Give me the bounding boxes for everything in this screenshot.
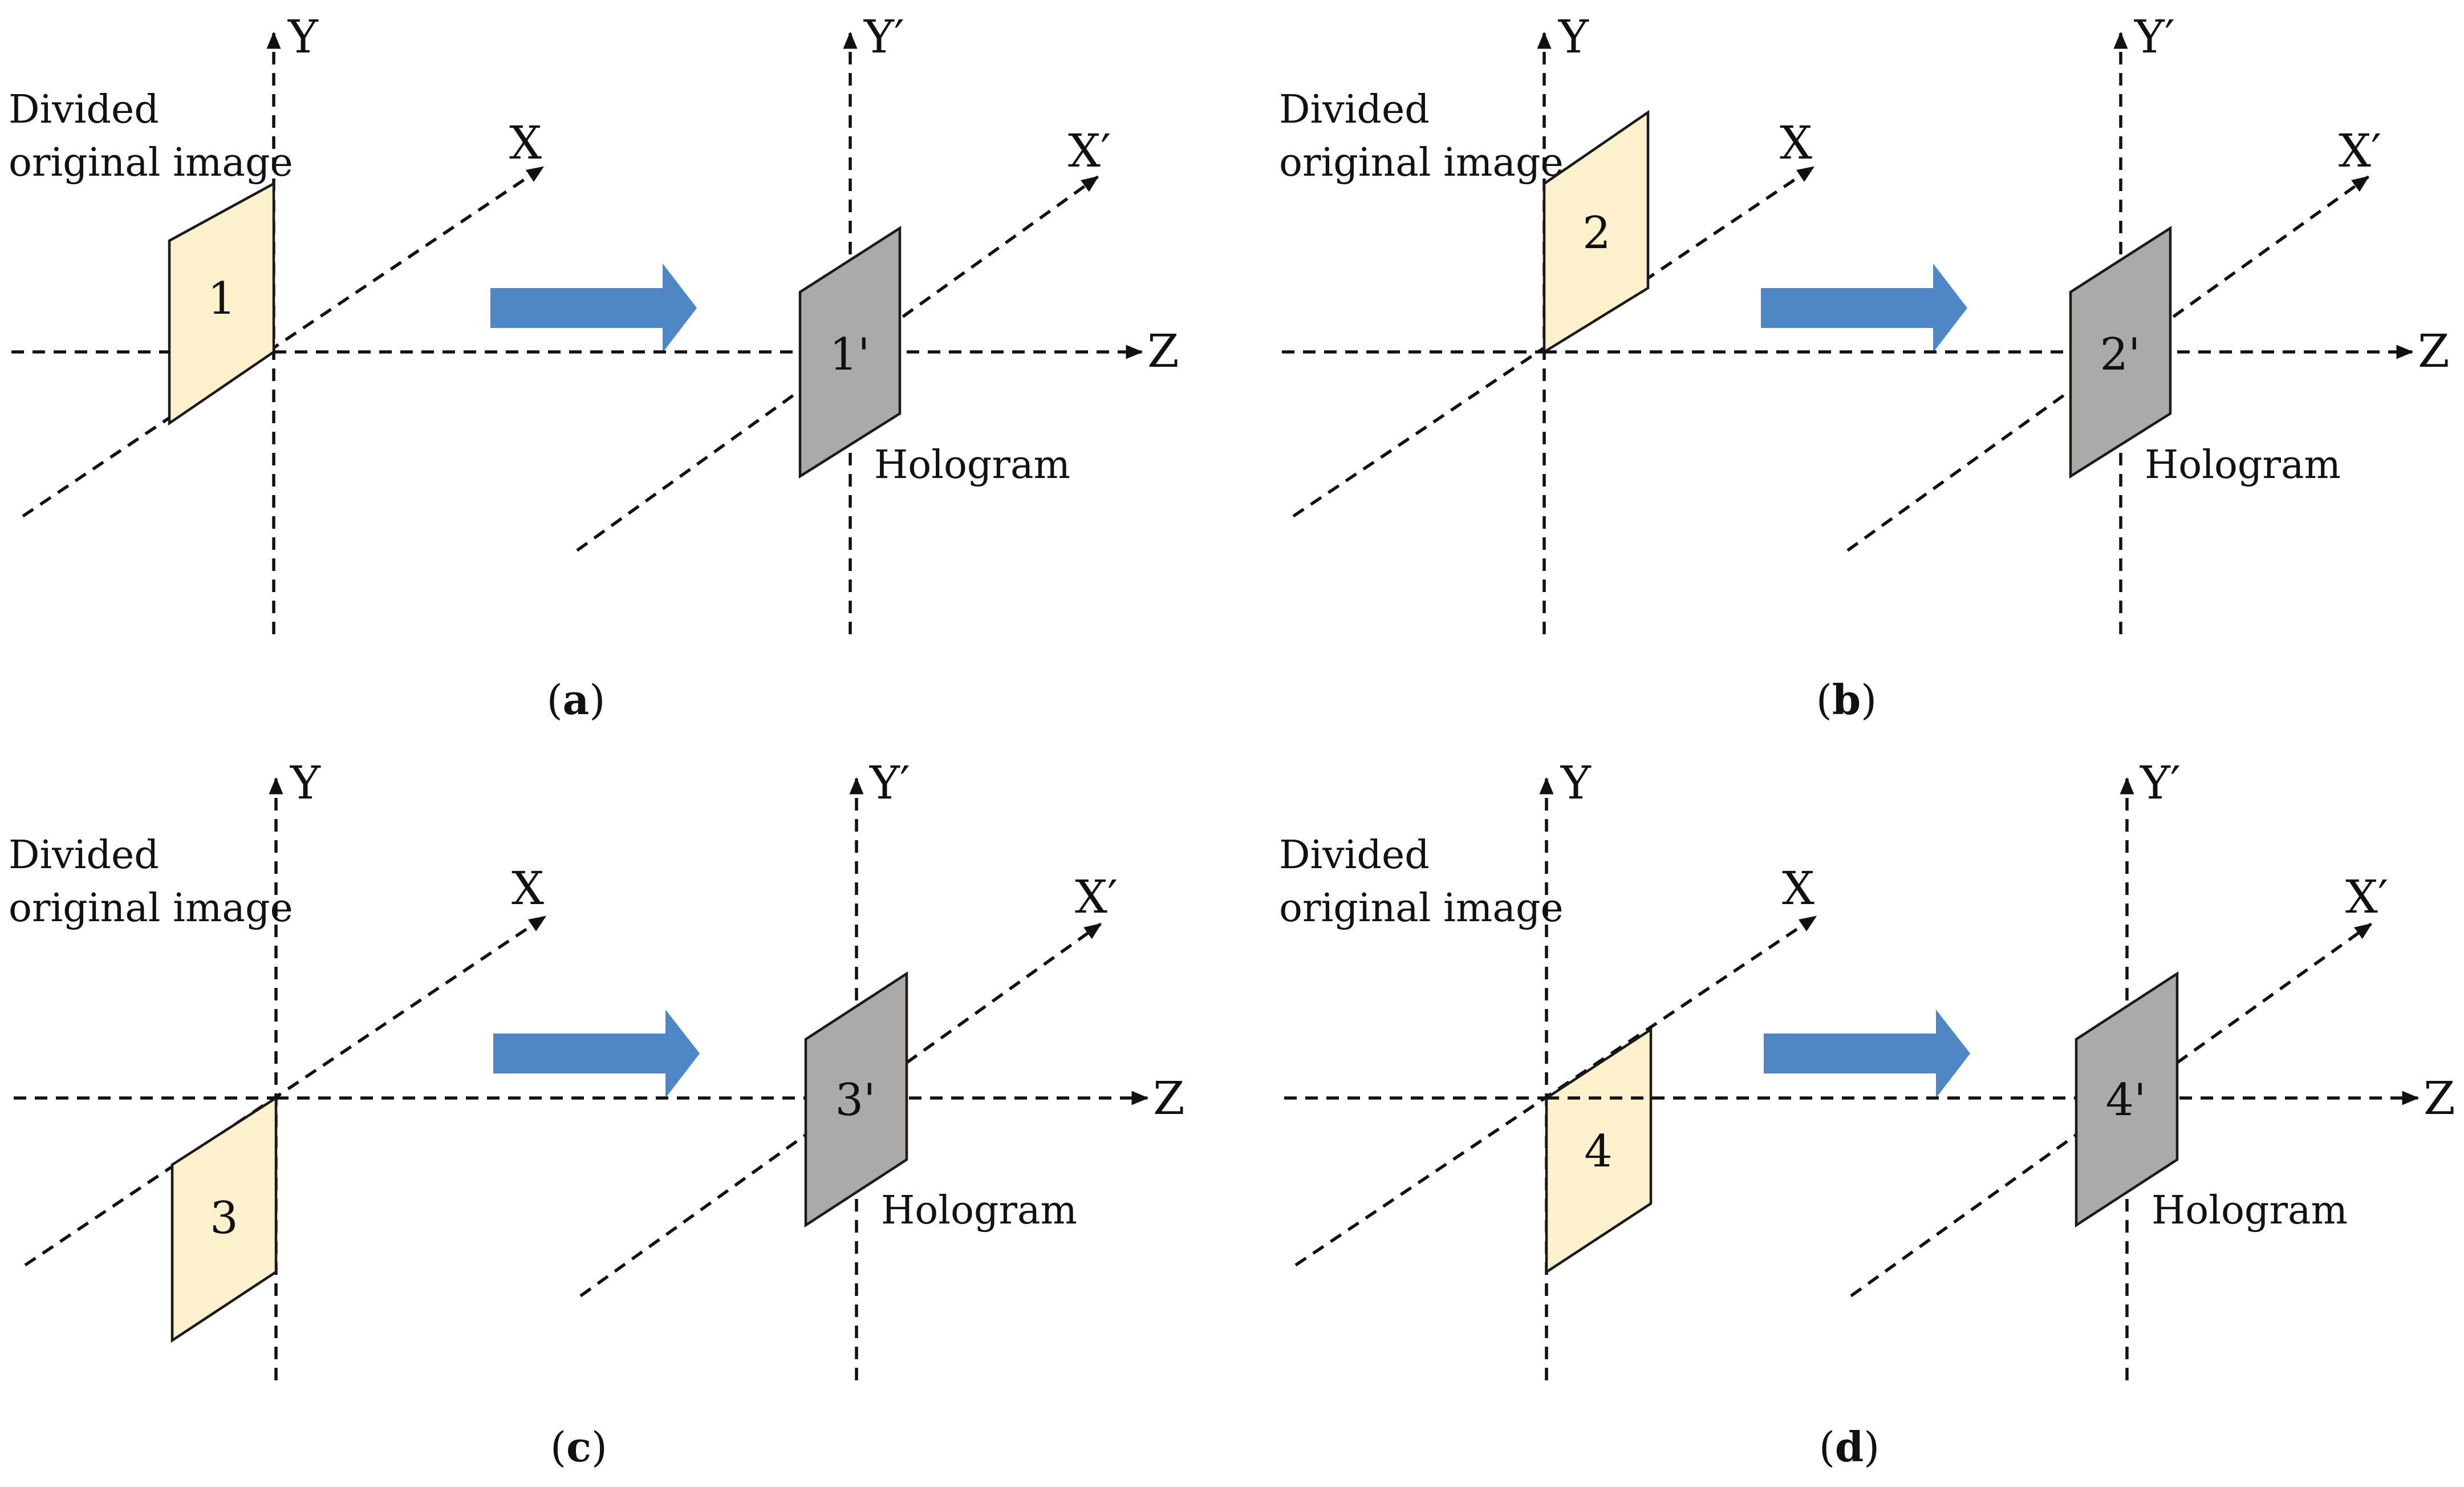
divided-label-line2: original image xyxy=(9,140,293,185)
caption-letter: d xyxy=(1835,1423,1864,1471)
x-axis xyxy=(22,165,545,518)
original-image-plane xyxy=(171,1095,278,1343)
divided-original-label: Divided original image xyxy=(1279,833,1564,931)
hologram-plane-label: 3' xyxy=(835,1075,875,1126)
y-axis-label: Y xyxy=(1560,756,1592,809)
caption-close: ) xyxy=(589,676,605,724)
z-axis-label: Z xyxy=(1153,1072,1185,1125)
panel-b: Y X Divided original image 2 Y′ X′ Z 2' … xyxy=(1279,10,2450,724)
divided-label-line1: Divided xyxy=(9,87,159,132)
caption-open: ( xyxy=(1816,676,1832,724)
divided-label-line1: Divided xyxy=(1279,833,1430,878)
original-plane-label: 4 xyxy=(1584,1126,1613,1177)
caption-close: ) xyxy=(591,1423,607,1471)
y-prime-axis-label: Y′ xyxy=(863,10,904,63)
panel-c: Y X Divided original image 3 Y′ X′ Z 3' … xyxy=(9,756,1185,1471)
divided-label-line2: original image xyxy=(1279,140,1564,185)
hologram-axes: Y′ X′ Z xyxy=(276,756,1185,1380)
caption-open: ( xyxy=(1819,1423,1835,1471)
transform-arrow xyxy=(1761,264,1967,352)
source-axes: Y X xyxy=(1284,756,1817,1380)
x-axis-label: X xyxy=(1782,862,1814,915)
y-prime-axis-label: Y′ xyxy=(2134,10,2175,63)
caption-open: ( xyxy=(550,1423,566,1471)
hologram-plane-label: 2' xyxy=(2100,329,2140,380)
y-axis-label: Y xyxy=(290,756,321,809)
y-prime-axis-label: Y′ xyxy=(2140,756,2181,809)
z-axis-label: Z xyxy=(2424,1072,2455,1125)
divided-label-line2: original image xyxy=(9,886,293,931)
x-axis xyxy=(24,915,547,1267)
hologram-axes: Y′ X′ Z xyxy=(274,10,1179,634)
z-axis-label: Z xyxy=(2418,325,2450,378)
x-prime-axis-label: X′ xyxy=(2345,870,2388,923)
panel-caption: (c) xyxy=(550,1423,607,1471)
transform-arrow xyxy=(1764,1010,1970,1098)
original-image-plane xyxy=(1542,110,1650,355)
caption-close: ) xyxy=(1861,676,1877,724)
caption-letter: a xyxy=(563,675,590,724)
divided-original-label: Divided original image xyxy=(9,833,293,931)
divided-original-label: Divided original image xyxy=(1279,87,1564,185)
x-prime-axis-label: X′ xyxy=(2339,124,2381,177)
caption-open: ( xyxy=(547,676,563,724)
source-axes: Y X xyxy=(14,756,547,1380)
hologram-axes: Y′ X′ Z xyxy=(1544,10,2450,634)
caption-letter: c xyxy=(566,1423,591,1471)
original-plane-label: 1 xyxy=(208,273,236,325)
y-axis-label: Y xyxy=(287,10,319,63)
transform-arrow xyxy=(493,1010,700,1098)
hologram-label: Hologram xyxy=(881,1188,1077,1233)
hologram-axes: Y′ X′ Z xyxy=(1546,756,2455,1380)
panel-d: Y X Divided original image 4 Y′ X′ Z 4' … xyxy=(1279,756,2455,1471)
hologram-label: Hologram xyxy=(2152,1188,2348,1233)
hologram-label: Hologram xyxy=(874,443,1070,488)
x-axis-label: X xyxy=(512,862,544,915)
hologram-plane xyxy=(804,971,908,1228)
x-prime-axis-label: X′ xyxy=(1068,124,1111,177)
panel-caption: (d) xyxy=(1819,1423,1880,1471)
divided-label-line1: Divided xyxy=(1279,87,1430,132)
z-axis-label: Z xyxy=(1147,325,1179,378)
divided-label-line1: Divided xyxy=(9,833,159,878)
x-axis-label: X xyxy=(509,116,542,169)
original-image-plane xyxy=(1545,1027,1653,1275)
y-axis-label: Y xyxy=(1558,10,1589,63)
hologram-plane-label: 1' xyxy=(829,329,870,380)
panel-caption: (b) xyxy=(1816,675,1877,724)
divided-label-line2: original image xyxy=(1279,886,1564,931)
y-prime-axis-label: Y′ xyxy=(869,756,910,809)
hologram-plane xyxy=(2075,971,2179,1228)
divided-original-label: Divided original image xyxy=(9,87,293,185)
hologram-plane xyxy=(798,225,902,479)
panel-a: Y X Divided original image 1 Y′ X′ Z 1' … xyxy=(9,10,1179,724)
x-axis-label: X xyxy=(1780,116,1812,169)
hologram-plane-label: 4' xyxy=(2105,1075,2146,1126)
hologram-label: Hologram xyxy=(2145,443,2341,488)
caption-close: ) xyxy=(1864,1423,1880,1471)
original-plane-label: 2 xyxy=(1582,208,1611,259)
transform-arrow xyxy=(490,264,697,352)
original-plane-label: 3 xyxy=(210,1193,238,1244)
caption-letter: b xyxy=(1832,675,1861,724)
hologram-plane xyxy=(2069,225,2172,479)
x-prime-axis-label: X′ xyxy=(1075,870,1118,923)
panel-caption: (a) xyxy=(547,675,606,724)
